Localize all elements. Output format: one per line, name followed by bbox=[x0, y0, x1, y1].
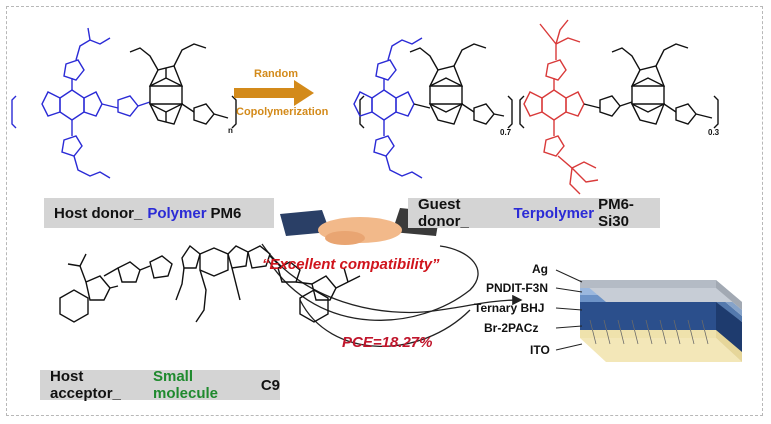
host-donor-banner: Host donor_ Polymer PM6 bbox=[44, 198, 274, 228]
subscript-a: 0.7 bbox=[500, 128, 512, 137]
arrow-label-line1: Random bbox=[254, 68, 298, 80]
host-donor-type: Polymer bbox=[147, 204, 207, 222]
host-acceptor-type: Small molecule bbox=[153, 368, 219, 402]
compatibility-label: “Excellent compatibility” bbox=[262, 256, 440, 273]
host-donor-prefix: Host donor_ bbox=[54, 204, 143, 222]
guest-donor-banner: Guest donor_ Terpolymer PM6-Si30 bbox=[408, 196, 660, 230]
guest-donor-prefix: Guest donor_ bbox=[418, 196, 469, 230]
layer-label-bhj: Ternary BHJ bbox=[474, 301, 545, 315]
host-acceptor-banner: Host acceptor_ Small molecule C9 bbox=[40, 368, 280, 402]
handshake-icon bbox=[280, 208, 440, 245]
host-acceptor-name: C9 bbox=[260, 376, 280, 394]
arrow-label-line2: Copolymerization bbox=[236, 106, 329, 118]
device-stack bbox=[580, 280, 742, 362]
copolymerization-arrow bbox=[234, 80, 314, 106]
layer-label-br2pacz: Br-2PACz bbox=[484, 321, 539, 335]
subscript-n: n bbox=[228, 126, 233, 135]
bdd-unit-1 bbox=[129, 43, 237, 129]
layer-label-ag: Ag bbox=[532, 262, 548, 276]
c9-structure bbox=[59, 244, 361, 323]
pce-label: PCE=18.27% bbox=[342, 334, 433, 351]
guest-donor-name: PM6-Si30 bbox=[598, 196, 634, 230]
pm6-si30-structure bbox=[353, 19, 719, 195]
layer-label-ito: ITO bbox=[530, 343, 550, 357]
compatibility-curves bbox=[261, 243, 523, 347]
guest-donor-type: Terpolymer bbox=[513, 204, 595, 222]
subscript-b: 0.3 bbox=[708, 128, 720, 137]
layer-label-pndit: PNDIT-F3N bbox=[486, 281, 549, 295]
host-acceptor-prefix: Host acceptor_ bbox=[50, 368, 121, 402]
pm6-structure bbox=[11, 27, 151, 179]
figure-frame bbox=[6, 6, 763, 416]
host-donor-name: PM6 bbox=[210, 204, 242, 222]
layer-leaders bbox=[555, 269, 583, 351]
